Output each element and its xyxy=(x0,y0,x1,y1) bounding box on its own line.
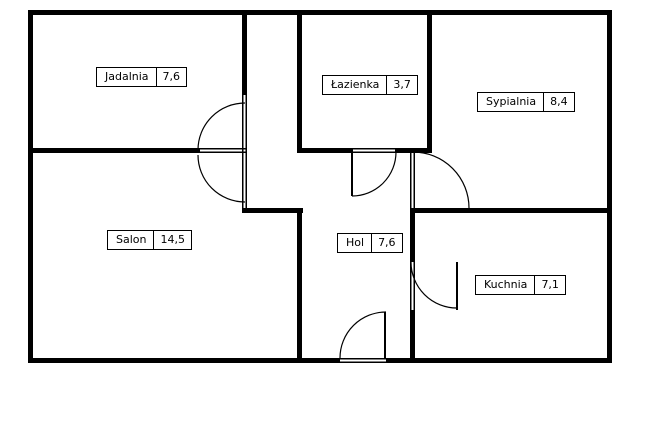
room-area: 7,1 xyxy=(534,276,565,294)
room-name: Kuchnia xyxy=(484,278,528,291)
door-threshold xyxy=(353,148,395,150)
door-arc-sypialnia xyxy=(412,151,470,209)
wall-passage-bottom xyxy=(242,208,303,213)
door-leaf-kuchnia xyxy=(456,262,458,310)
door-threshold xyxy=(200,151,247,153)
wall-lazienka-sypialnia xyxy=(427,10,432,152)
room-name: Łazienka xyxy=(331,78,380,91)
door-jamb xyxy=(413,262,415,310)
room-area: 14,5 xyxy=(153,231,191,249)
room-name: Salon xyxy=(116,233,147,246)
outer-wall-right xyxy=(607,10,612,363)
door-jamb xyxy=(245,95,247,213)
room-name: Jadalnia xyxy=(105,70,149,83)
door-arc-salon xyxy=(197,154,246,203)
door-arc-entrance xyxy=(339,311,387,359)
door-leaf-lazienka xyxy=(351,152,353,196)
wall-kuchnia-left-lower xyxy=(410,310,415,363)
door-threshold xyxy=(340,358,386,360)
door-arc-lazienka xyxy=(351,151,397,197)
room-label-hol: Hol 7,6 xyxy=(337,233,403,253)
outer-wall-left xyxy=(28,10,33,363)
door-threshold xyxy=(353,151,395,153)
door-jamb xyxy=(410,262,412,310)
wall-jadalnia-salon xyxy=(28,148,200,153)
room-label-jadalnia: Jadalnia 7,6 xyxy=(96,67,188,87)
wall-lazienka-bottom-left xyxy=(297,148,353,153)
wall-sypialnia-bottom xyxy=(410,208,607,213)
room-label-lazienka: Łazienka 3,7 xyxy=(322,75,418,95)
wall-jadalnia-right xyxy=(242,10,247,95)
wall-kuchnia-left-upper xyxy=(410,208,415,262)
door-arc-kuchnia xyxy=(410,261,458,309)
room-label-kuchnia: Kuchnia 7,1 xyxy=(475,275,566,295)
room-area: 7,6 xyxy=(155,68,187,86)
wall-lazienka-bottom-right xyxy=(395,148,432,153)
door-threshold xyxy=(340,361,386,363)
door-details xyxy=(200,95,458,363)
door-threshold xyxy=(200,148,247,150)
door-jamb xyxy=(410,152,412,208)
door-jamb xyxy=(242,95,244,213)
room-name: Hol xyxy=(346,236,365,249)
outer-wall-bottom-left xyxy=(28,358,340,363)
room-name: Sypialnia xyxy=(486,95,537,108)
door-arcs xyxy=(197,102,470,359)
outer-walls xyxy=(28,10,612,363)
room-label-salon: Salon 14,5 xyxy=(107,230,192,250)
door-arc-jadalnia xyxy=(197,102,246,151)
door-jamb xyxy=(413,152,415,208)
room-area: 8,4 xyxy=(543,93,574,111)
room-area: 3,7 xyxy=(386,76,417,94)
wall-lazienka-left xyxy=(297,10,302,152)
door-leaf-entrance xyxy=(384,312,386,358)
outer-wall-top xyxy=(28,10,612,15)
room-label-sypialnia: Sypialnia 8,4 xyxy=(477,92,575,112)
room-area: 7,6 xyxy=(371,234,402,252)
outer-wall-bottom-right xyxy=(386,358,612,363)
wall-salon-hol xyxy=(297,213,302,363)
interior-walls xyxy=(28,10,607,363)
